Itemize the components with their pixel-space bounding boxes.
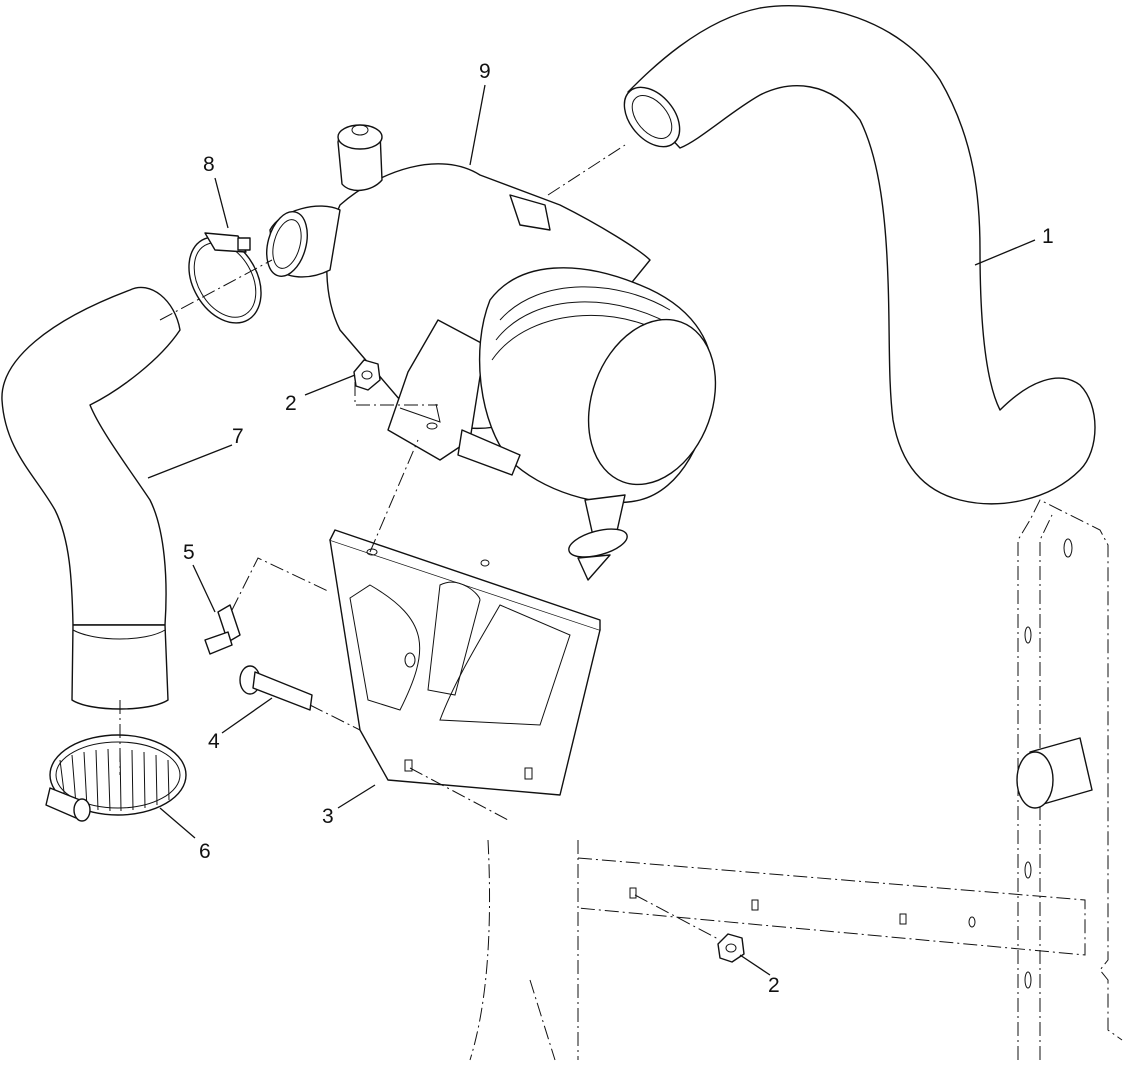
flange-nut-lower: [717, 933, 745, 963]
frame-mounting-boss: [1016, 737, 1093, 809]
flange-nut-upper: [353, 359, 381, 391]
callout-labels: 1 2 2 3 4 5 6 7 8 9: [183, 60, 1054, 997]
intake-hose: [623, 5, 1096, 505]
callout-1: 1: [1042, 225, 1054, 248]
mounting-bracket: [329, 529, 601, 796]
air-cleaner-assembly: [266, 124, 717, 581]
chassis-frame: [469, 499, 1123, 1061]
lower-hose: [1, 286, 181, 710]
callout-2-lower: 2: [768, 974, 780, 997]
callout-8: 8: [203, 153, 215, 176]
callout-9: 9: [479, 60, 491, 83]
hose-clamp-large: [45, 734, 187, 822]
cap-screw: [204, 604, 241, 655]
hose-clamp-small: [188, 232, 262, 324]
carriage-bolt: [239, 665, 313, 711]
callout-3: 3: [322, 805, 334, 828]
callout-7: 7: [232, 425, 244, 448]
callout-4: 4: [208, 730, 220, 753]
assembly-lines: [119, 144, 721, 941]
leader-lines: [147, 84, 1036, 976]
callout-6: 6: [199, 840, 211, 863]
callout-5: 5: [183, 541, 195, 564]
callout-2-upper: 2: [285, 392, 297, 415]
